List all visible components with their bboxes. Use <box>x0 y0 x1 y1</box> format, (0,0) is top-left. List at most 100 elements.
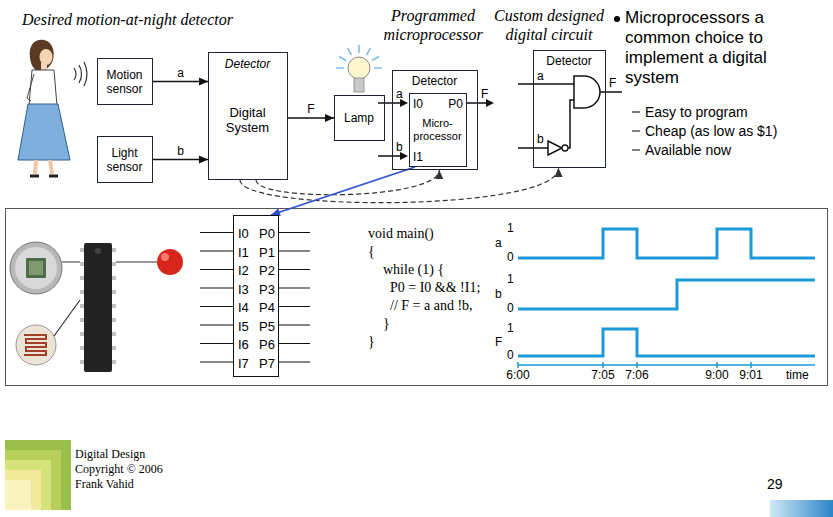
lamp-bulb <box>348 57 370 79</box>
motion-sensor-photo <box>26 258 46 278</box>
woman-figure <box>35 160 52 174</box>
pin-name: P5 <box>259 319 275 334</box>
level-value: 0 <box>507 250 514 264</box>
pin-name: P4 <box>259 300 275 315</box>
pin-name: P0 <box>448 97 463 111</box>
signal-name: b <box>177 144 184 158</box>
signal-name: a <box>495 236 502 250</box>
signal-name: a <box>396 87 403 101</box>
code-line: } <box>383 316 390 332</box>
pin-name: I0 <box>413 97 423 111</box>
time-label: 9:01 <box>739 368 762 382</box>
bullet-text: Microprocessors a common choice to imple… <box>625 8 817 88</box>
code-line: void main() <box>368 226 434 242</box>
footer-text: Digital Design <box>75 447 145 461</box>
pin-name: I1 <box>238 245 249 260</box>
woman-figure <box>74 62 87 86</box>
microprocessor-box: I0P0I1Micro- processor <box>409 93 467 167</box>
sensor-box: Light sensor <box>97 136 153 183</box>
arrow-head <box>325 114 334 122</box>
timing-waveforms <box>518 229 815 258</box>
arrow-head <box>435 170 443 179</box>
arrow-head <box>199 78 208 86</box>
level-value: 0 <box>507 348 514 362</box>
signal-name: a <box>177 66 184 80</box>
woman-figure <box>18 40 87 176</box>
signal-name: F <box>307 102 314 116</box>
microprocessor-wires <box>378 99 494 160</box>
time-label: 6:00 <box>506 368 529 382</box>
motion-sensor-photo <box>15 247 57 289</box>
pin-name: I3 <box>238 282 249 297</box>
led-photo <box>157 249 183 275</box>
sensor-name: Light sensor <box>101 146 148 174</box>
timing-waveforms <box>518 329 815 356</box>
connector-line <box>256 170 439 195</box>
code-line: { <box>368 244 375 260</box>
chip-photo <box>80 248 84 368</box>
signal-name: b <box>537 132 544 146</box>
signal-name: F <box>481 87 488 101</box>
pin-name: I7 <box>238 356 249 371</box>
book-logo <box>5 440 71 510</box>
detector-box: DetectorI0P0I1Micro- processor <box>392 70 478 170</box>
box-heading: Detector <box>396 74 473 88</box>
connector <box>271 167 415 216</box>
chip-photo <box>112 248 116 368</box>
bullet-markers <box>632 112 640 150</box>
led-photo <box>161 253 169 261</box>
timing-waveforms <box>518 280 815 309</box>
slide-heading: Custom designed digital circuit <box>488 6 610 44</box>
footer-bar <box>770 500 833 517</box>
pin-lines <box>279 233 310 363</box>
example-panel <box>6 209 828 386</box>
pin-name: I5 <box>238 319 249 334</box>
footer-text: Frank Vahid <box>75 477 134 491</box>
connector <box>240 168 563 203</box>
arrow-head <box>199 156 208 164</box>
pin-name: I1 <box>413 150 423 164</box>
motion-sensor-photo <box>29 261 43 275</box>
level-value: 1 <box>507 321 514 335</box>
light-sensor-photo <box>16 325 56 365</box>
code-line: } <box>368 334 375 350</box>
book-logo <box>5 440 71 510</box>
sub-bullet-text: Cheap (as low as $1) <box>645 123 777 139</box>
pin-name: P1 <box>259 245 275 260</box>
time-label: 7:06 <box>625 368 648 382</box>
detector-box: Detector <box>533 50 606 168</box>
sensor-name: Motion sensor <box>101 68 148 96</box>
pin-name: P0 <box>259 226 275 241</box>
lamp-bulb <box>354 78 364 92</box>
lamp-box: Lamp <box>334 95 385 141</box>
code-line: // F = a and !b, <box>390 298 473 314</box>
time-label: 9:00 <box>705 368 728 382</box>
connector-line <box>271 167 415 215</box>
axis-label: time <box>786 368 809 382</box>
lamp-bulb <box>336 45 382 92</box>
signal-name: F <box>609 76 616 90</box>
time-label: 7:05 <box>591 368 614 382</box>
level-value: 0 <box>507 301 514 315</box>
level-value: 1 <box>507 272 514 286</box>
chip-photo <box>54 243 157 372</box>
arrow-head <box>555 168 563 177</box>
slide-heading: Programmed microprocessor <box>378 6 488 44</box>
logic-gates <box>562 145 568 151</box>
pin-diagram-box: I0P0I1P1I2P2I3P3I4P4I5P5I6P6I7P7 <box>233 215 279 377</box>
connector <box>256 170 443 195</box>
sub-bullet-text: Available now <box>645 142 731 158</box>
woman-figure <box>30 175 58 178</box>
chip-photo <box>84 243 112 372</box>
logic-gates <box>548 141 562 155</box>
woman-figure <box>18 104 70 160</box>
pin-name: P6 <box>259 337 275 352</box>
motion-sensor-photo <box>10 242 62 294</box>
woman-figure <box>40 49 53 65</box>
box-heading: Detector <box>537 54 601 68</box>
motion-sensor-photo <box>10 242 62 294</box>
pin-name: I6 <box>238 337 249 352</box>
pin-lines <box>200 233 233 363</box>
signal-name: b <box>495 287 502 301</box>
